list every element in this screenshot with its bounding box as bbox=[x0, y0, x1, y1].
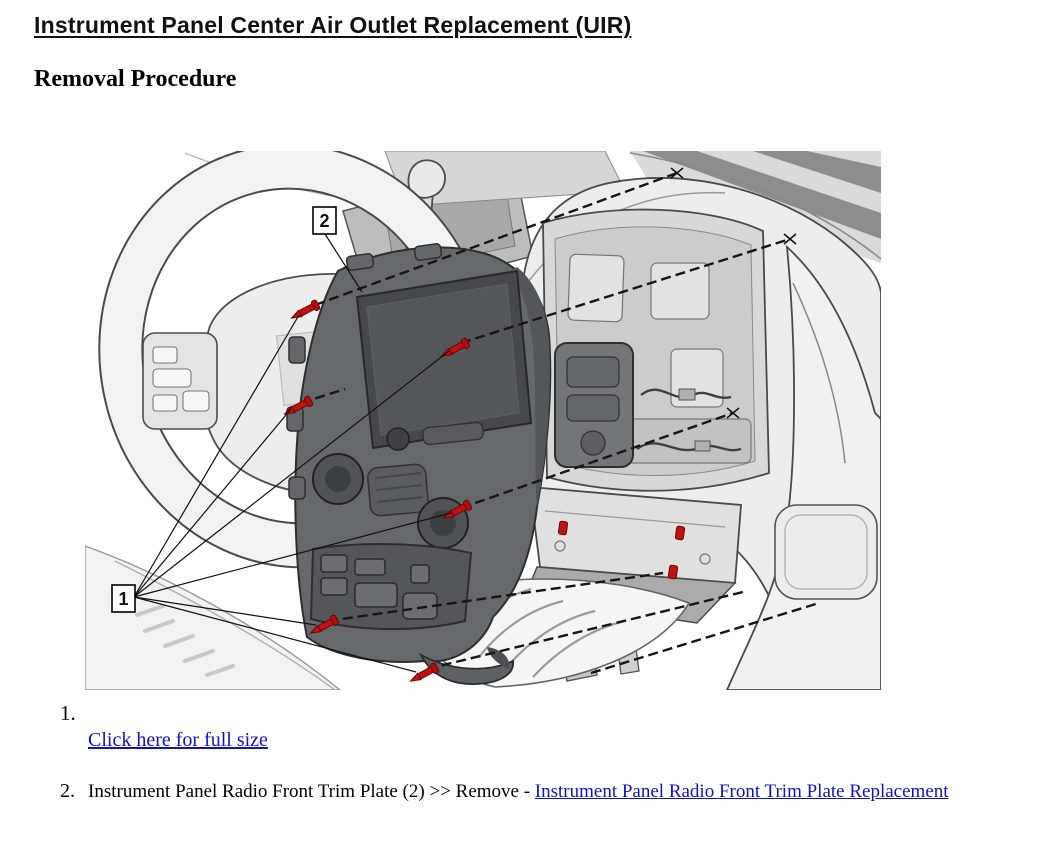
step-2-text: Instrument Panel Radio Front Trim Plate … bbox=[88, 781, 535, 802]
hvac-module bbox=[554, 342, 634, 468]
callout-2-label: 2 bbox=[319, 211, 329, 231]
radio-front-trim-plate bbox=[286, 243, 552, 685]
callout-1-label: 1 bbox=[118, 589, 128, 609]
page-title: Instrument Panel Center Air Outlet Repla… bbox=[34, 12, 632, 38]
callout-2: 2 bbox=[312, 206, 363, 293]
full-size-link[interactable]: Click here for full size bbox=[88, 729, 268, 751]
alignment-cross-marks bbox=[670, 167, 797, 419]
switch-buttons bbox=[320, 554, 438, 620]
figure-dashboard-diagram: 1 2 bbox=[85, 151, 881, 690]
section-heading: Removal Procedure bbox=[34, 66, 237, 92]
step-1-number: 1. bbox=[60, 701, 76, 725]
callout-1: 1 bbox=[111, 314, 452, 673]
step-2: 2. Instrument Panel Radio Front Trim Plat… bbox=[60, 780, 949, 803]
dash-end-cap bbox=[726, 244, 881, 690]
step-2-number: 2. bbox=[60, 780, 75, 802]
trim-plate-replacement-link[interactable]: Instrument Panel Radio Front Trim Plate … bbox=[534, 781, 949, 802]
wiring-harness bbox=[636, 388, 742, 452]
volume-knob bbox=[386, 427, 410, 451]
